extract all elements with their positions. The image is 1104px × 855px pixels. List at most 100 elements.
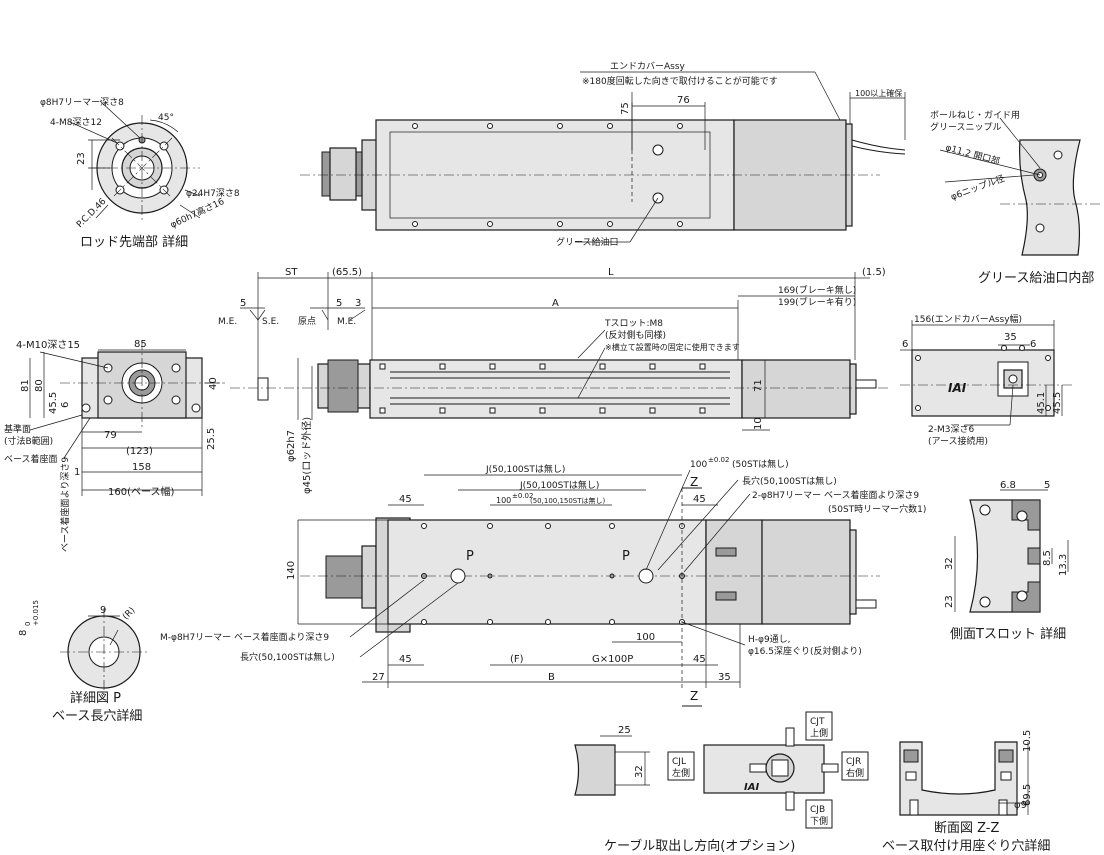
cjl-label2: 左側 [672, 767, 690, 779]
dim-1-5: (1.5) [862, 267, 886, 278]
rod-detail-caption: ロッド先端部 詳細 [80, 234, 188, 250]
grease-detail: ボールねじ・ガイド用 グリースニップル φ11.2 開口部 φ6ニップル径 グリ… [930, 110, 1100, 286]
nipple-label2: グリースニップル [930, 121, 1002, 133]
rod-pcd-label: P.C.D.46 [75, 196, 109, 230]
cable-option: 25 32 IAI CJT 上側 CJL 左側 CJR 右側 CJB 下側 ケー… [574, 711, 869, 854]
dim-100: 100 [636, 632, 655, 643]
top-dim76: 76 [677, 95, 690, 106]
origin-label: 原点 [298, 316, 316, 327]
dim-B: B [548, 672, 555, 683]
dim-A: A [552, 298, 559, 309]
dim-G: G×100P [592, 654, 633, 665]
section-caption2: ベース取付け用座ぐり穴詳細 [882, 838, 1050, 854]
m-reamer-label: M-φ8H7リーマー ベース着座面より深さ9 [160, 631, 329, 643]
clearance-label: 100以上確保 [855, 88, 902, 98]
cjb-label1: CJB [810, 805, 825, 815]
dim-100tol-sup: ±0.02 [708, 456, 729, 464]
section-dim10-5: 10.5 [1022, 730, 1033, 752]
front-dim160: 160(ベース幅) [108, 485, 174, 498]
dim-45c: 45 [399, 654, 412, 665]
opening-label: φ11.2 開口部 [944, 141, 1001, 167]
p-dim8: 8 [18, 630, 29, 636]
reamer2-label: 2-φ8H7リーマー ベース着座面より深さ9 [752, 489, 919, 501]
dim-3: 3 [355, 298, 361, 309]
rod-reamer-label: φ8H7リーマー深さ8 [40, 97, 124, 108]
dim-F: (F) [510, 654, 524, 665]
rod-62: φ62h7 [286, 430, 297, 462]
end-dim35: 35 [1004, 332, 1017, 343]
dim-5a: 5 [240, 298, 246, 309]
brake-none: 169(ブレーキ無し) [778, 284, 856, 296]
end-width156: 156(エンドカバーAssy幅) [914, 313, 1022, 325]
tslot-dim13-3: 13.3 [1058, 554, 1069, 576]
section-zz: 10.5 69.5 φ9 断面図 Z-Z ベース取付け用座ぐり穴詳細 [882, 730, 1050, 854]
brake-with: 199(ブレーキ有り) [778, 296, 856, 308]
ref-face-label: 基準面 [4, 423, 31, 435]
tslot-detail: 6.8 5 32 23 8.5 13.3 側面Tスロット 詳細 [944, 480, 1069, 642]
cjt-label1: CJT [810, 717, 825, 727]
dim-100tol-note: (50STは無し) [732, 458, 789, 470]
nipple-label1: ボールねじ・ガイド用 [930, 110, 1020, 121]
endcover-label: エンドカバーAssy [610, 61, 686, 72]
ref-dim-label: (寸法B範囲) [4, 435, 53, 447]
h-hole-label2: φ16.5深座ぐり(反対側より) [748, 645, 862, 657]
section-dim-phi9: φ9 [1014, 800, 1027, 811]
dim-st: ST [285, 267, 298, 278]
front-dim123: (123) [126, 446, 153, 457]
tslot-label: Tスロット:M8 [604, 319, 663, 329]
rod-tap-label: 4-M8深さ12 [50, 117, 102, 128]
cable-dim32: 32 [634, 765, 645, 778]
long-hole-label: 長穴(50,100STは無し) [742, 475, 837, 487]
front-dim1: 1 [74, 467, 80, 478]
tslot-dim6-8: 6.8 [1000, 480, 1016, 491]
cable-caption: ケーブル取出し方向(オプション) [604, 838, 795, 854]
h-hole-label: H-φ9通し, [748, 634, 791, 645]
tslot-dim32: 32 [944, 557, 955, 570]
cjb-label2: 下側 [810, 815, 828, 827]
dim-10: 10 [753, 417, 764, 430]
dim-J1: J(50,100STは無し) [485, 463, 565, 475]
dim-27: 27 [372, 672, 385, 683]
dim-100small: 100 [496, 496, 511, 505]
dim-65-5: (65.5) [332, 267, 362, 278]
front-dim45-5: 45.5 [48, 392, 59, 414]
front-tap: 4-M10深さ15 [16, 339, 80, 351]
dim-45d: 45 [693, 654, 706, 665]
dim-35: 35 [718, 672, 731, 683]
tslot-dim23: 23 [944, 595, 955, 608]
tslot-detail-caption: 側面Tスロット 詳細 [950, 626, 1066, 642]
me2-label: M.E. [337, 317, 356, 327]
bottom-view-holes [421, 523, 685, 625]
end-dim6a: 6 [902, 339, 908, 350]
section-dim69-5: 69.5 [1022, 784, 1033, 806]
nipple-dia-label: φ6ニップル径 [949, 172, 1006, 203]
rod-bore24-label: φ24H7深さ8 [186, 188, 240, 199]
dim-100small-note: (50,100,150STは無し) [530, 496, 606, 505]
dim-140: 140 [286, 561, 297, 580]
cjl-label1: CJL [672, 757, 686, 767]
cjr-label2: 右側 [846, 767, 864, 779]
p-marker1: P [466, 549, 474, 564]
p-dim-R: (R) [121, 606, 137, 622]
endcover-note: ※180度回転した向きで取付けることが可能です [582, 75, 778, 87]
me1-label: M.E. [218, 317, 237, 327]
front-dim158: 158 [132, 462, 151, 473]
cjr-label1: CJR [846, 757, 861, 767]
top-view-bolts [412, 123, 683, 227]
ground-label: 2-M3深さ6 [928, 424, 974, 435]
end-dim6b: 6 [1030, 339, 1036, 350]
dim-L: L [608, 267, 614, 278]
bottom-view: P P J(50,100STは無し) J(50,100STは無し) 100 ±0… [160, 456, 926, 707]
se-label: S.E. [262, 317, 279, 327]
dim-45b: 45 [693, 494, 706, 505]
cable-logo: IAI [744, 782, 759, 793]
p-caption2: ベース長穴詳細 [52, 708, 142, 724]
front-dim80: 80 [34, 379, 45, 392]
p-tol-dn: 0 [24, 622, 32, 626]
section-caption1: 断面図 Z-Z [934, 821, 1000, 836]
grease-port-label: グリース給油口 [556, 236, 619, 248]
side-view-bolts [379, 363, 706, 414]
cable-dim25: 25 [618, 725, 631, 736]
dim-45a: 45 [399, 494, 412, 505]
